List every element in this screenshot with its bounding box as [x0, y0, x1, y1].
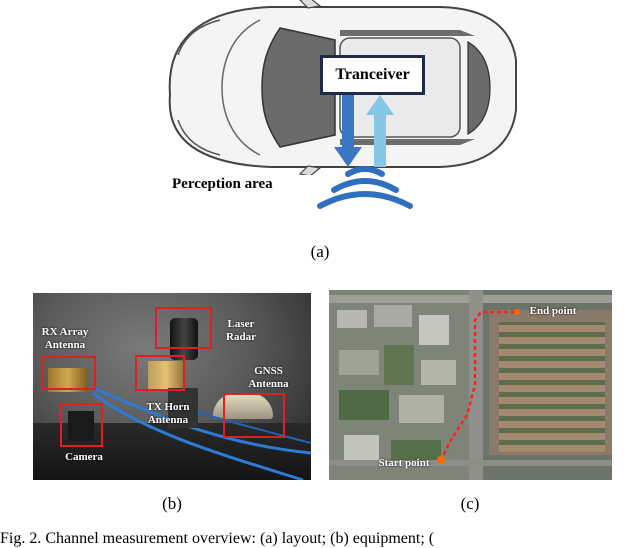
car-top-view	[168, 0, 517, 175]
caption-b: (b)	[162, 494, 182, 513]
tx-horn-label: TX Horn Antenna	[146, 401, 190, 426]
camera-box	[60, 403, 103, 447]
caption-c: (c)	[460, 494, 480, 513]
figure-caption: Fig. 2. Channel measurement overview: (a…	[0, 530, 435, 547]
transceiver-box: Tranceiver	[320, 55, 425, 95]
end-marker-icon	[514, 309, 520, 315]
laser-radar-box	[155, 307, 212, 349]
rx-array-box	[41, 356, 96, 390]
up-arrow-icon	[366, 95, 394, 167]
signal-arrows	[334, 95, 394, 167]
rx-array-label: RX Array Antenna	[41, 326, 89, 351]
camera-label: Camera	[65, 451, 103, 463]
transceiver-label: Tranceiver	[335, 66, 410, 83]
gnss-box	[223, 393, 285, 438]
perception-waves	[317, 166, 413, 209]
route-path	[439, 310, 515, 461]
down-arrow-icon	[334, 95, 362, 167]
tx-horn-box	[135, 355, 185, 391]
gnss-antenna-label: GNSS Antenna	[248, 365, 289, 390]
laser-radar-label: Laser Radar	[226, 318, 256, 343]
caption-a: (a)	[310, 242, 330, 261]
end-point-label: End point	[529, 305, 577, 317]
start-marker-icon	[437, 456, 445, 464]
panel-c-map: End point Start point	[329, 290, 612, 480]
start-point-label: Start point	[378, 457, 430, 469]
panel-a: Tranceiver Perception area (a)	[0, 0, 640, 270]
panel-b-photo: RX Array Antenna Laser Radar GNSS Antenn…	[33, 293, 311, 480]
perception-area-label: Perception area	[172, 176, 273, 192]
